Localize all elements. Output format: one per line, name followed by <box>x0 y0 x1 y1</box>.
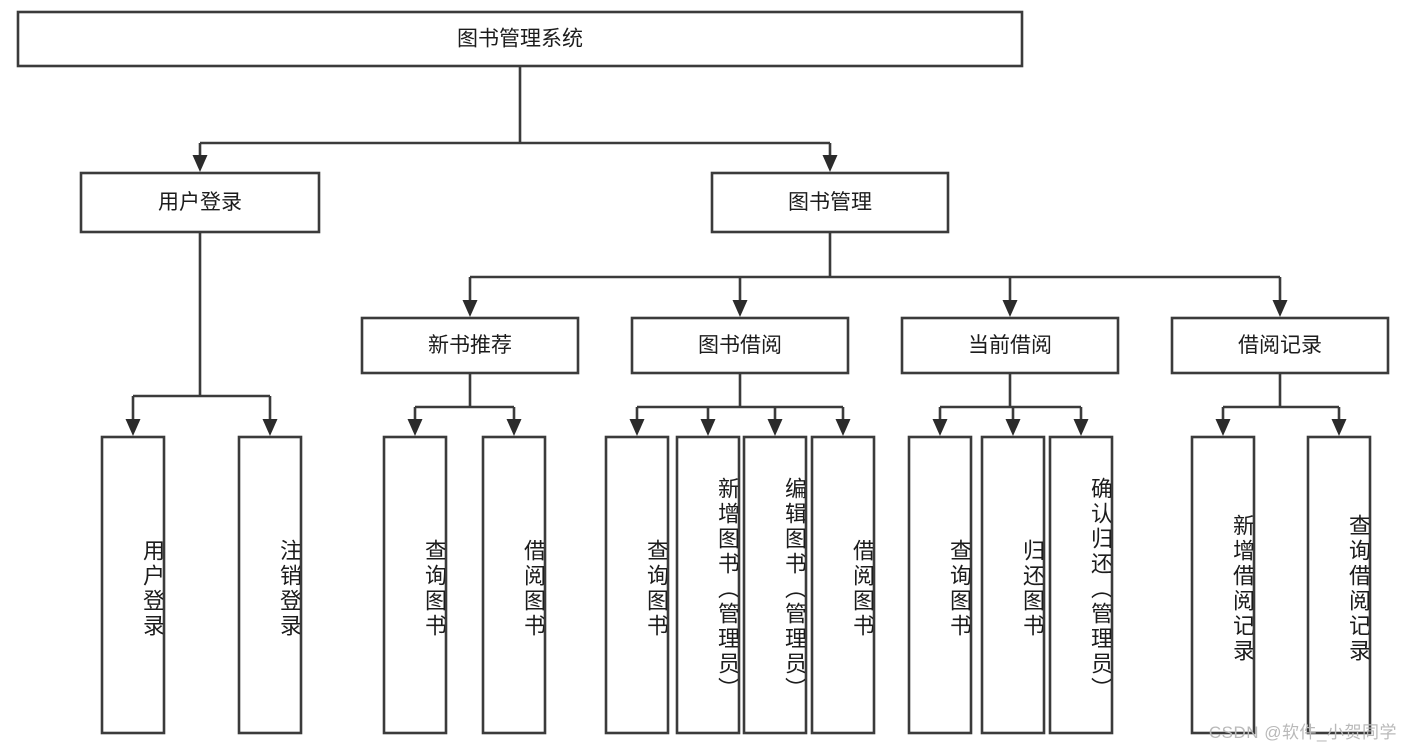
arrow-bookmgmt-to-new-book-recommend <box>462 300 478 317</box>
node-box-leaf-add-record <box>1190 435 1256 735</box>
node-leaf-query-book-current[interactable]: 查询图书 <box>907 435 973 735</box>
node-box-leaf-add-book <box>675 435 741 735</box>
node-user-login[interactable]: 用户登录 <box>79 171 321 234</box>
arrow-book-borrow-to-leaf-borrow-book <box>835 419 851 436</box>
node-box-leaf-borrow-book-new <box>481 435 547 735</box>
node-label-wrap-leaf-edit-book: 编辑图书（管理员） <box>782 476 805 702</box>
connectors-layer <box>131 66 1341 421</box>
node-label-leaf-query-book-new: 查询图书 <box>422 539 445 639</box>
node-label-leaf-edit-book: 编辑图书（管理员） <box>782 476 805 702</box>
node-leaf-user-login[interactable]: 用户登录 <box>100 435 166 735</box>
node-label-wrap-leaf-add-book: 新增图书（管理员） <box>715 476 738 702</box>
node-label-user-login: 用户登录 <box>158 191 242 214</box>
node-label-wrap-leaf-logout: 注销登录 <box>277 539 300 639</box>
node-box-leaf-return-book <box>980 435 1046 735</box>
node-box-leaf-borrow-book <box>810 435 876 735</box>
node-borrow-record[interactable]: 借阅记录 <box>1170 316 1390 375</box>
node-box-leaf-logout <box>237 435 303 735</box>
arrow-user-login-to-leaf-logout <box>262 419 278 436</box>
node-box-current-borrow <box>900 316 1120 375</box>
nodes-layer: 图书管理系统用户登录图书管理新书推荐图书借阅当前借阅借阅记录用户登录注销登录查询… <box>16 10 1390 735</box>
node-leaf-add-book[interactable]: 新增图书（管理员） <box>675 435 741 735</box>
node-box-book-management <box>710 171 950 234</box>
node-current-borrow[interactable]: 当前借阅 <box>900 316 1120 375</box>
node-label-leaf-logout: 注销登录 <box>277 539 300 639</box>
arrow-new-book-recommend-to-leaf-borrow-book-new <box>506 419 522 436</box>
node-leaf-add-record[interactable]: 新增借阅记录 <box>1190 435 1256 735</box>
node-label-leaf-query-record: 查询借阅记录 <box>1346 514 1369 664</box>
node-label-borrow-record: 借阅记录 <box>1238 334 1322 357</box>
node-box-leaf-query-record <box>1306 435 1372 735</box>
arrow-book-borrow-to-leaf-query-book-borrow <box>629 419 645 436</box>
node-leaf-query-book-new[interactable]: 查询图书 <box>382 435 448 735</box>
node-box-book-borrow <box>630 316 850 375</box>
node-label-wrap-leaf-query-record: 查询借阅记录 <box>1346 514 1369 664</box>
node-box-leaf-confirm-return <box>1048 435 1114 735</box>
arrow-current-borrow-to-leaf-query-book-current <box>932 419 948 436</box>
node-leaf-confirm-return[interactable]: 确认归还（管理员） <box>1048 435 1114 735</box>
node-box-new-book-recommend <box>360 316 580 375</box>
node-label-wrap-leaf-query-book-current: 查询图书 <box>947 539 970 639</box>
node-box-leaf-edit-book <box>742 435 808 735</box>
node-leaf-query-record[interactable]: 查询借阅记录 <box>1306 435 1372 735</box>
arrow-new-book-recommend-to-leaf-query-book-new <box>407 419 423 436</box>
node-label-leaf-return-book: 归还图书 <box>1020 539 1043 639</box>
node-box-leaf-query-book-current <box>907 435 973 735</box>
arrow-user-login-to-leaf-user-login <box>125 419 141 436</box>
node-label-wrap-leaf-borrow-book-new: 借阅图书 <box>521 539 544 639</box>
node-label-leaf-user-login: 用户登录 <box>140 539 163 639</box>
node-leaf-query-book-borrow[interactable]: 查询图书 <box>604 435 670 735</box>
arrow-bookmgmt-to-book-borrow <box>732 300 748 317</box>
arrow-current-borrow-to-leaf-return-book <box>1005 419 1021 436</box>
node-label-leaf-query-book-borrow: 查询图书 <box>644 539 667 639</box>
arrow-bookmgmt-to-current-borrow <box>1002 300 1018 317</box>
node-label-leaf-add-book: 新增图书（管理员） <box>715 476 738 702</box>
arrow-borrow-record-to-leaf-add-record <box>1215 419 1231 436</box>
node-label-current-borrow: 当前借阅 <box>968 334 1052 357</box>
arrow-bookmgmt-to-borrow-record <box>1272 300 1288 317</box>
watermark-text: CSDN @软件_小贺同学 <box>1208 723 1397 742</box>
node-label-wrap-leaf-user-login: 用户登录 <box>140 539 163 639</box>
node-label-book-management: 图书管理 <box>788 191 872 214</box>
node-label-leaf-borrow-book: 借阅图书 <box>850 539 873 639</box>
arrow-current-borrow-to-leaf-confirm-return <box>1073 419 1089 436</box>
node-root[interactable]: 图书管理系统 <box>16 10 1024 68</box>
node-label-wrap-leaf-confirm-return: 确认归还（管理员） <box>1088 476 1111 702</box>
node-box-borrow-record <box>1170 316 1390 375</box>
node-box-user-login <box>79 171 321 234</box>
node-box-leaf-query-book-borrow <box>604 435 670 735</box>
node-label-leaf-borrow-book-new: 借阅图书 <box>521 539 544 639</box>
node-label-wrap-leaf-query-book-borrow: 查询图书 <box>644 539 667 639</box>
arrow-root-to-book-management <box>822 155 838 172</box>
node-label-new-book-recommend: 新书推荐 <box>428 334 512 357</box>
arrow-root-to-user-login <box>192 155 208 172</box>
arrow-book-borrow-to-leaf-edit-book <box>767 419 783 436</box>
node-book-borrow[interactable]: 图书借阅 <box>630 316 850 375</box>
node-leaf-borrow-book[interactable]: 借阅图书 <box>810 435 876 735</box>
node-box-leaf-query-book-new <box>382 435 448 735</box>
node-leaf-edit-book[interactable]: 编辑图书（管理员） <box>742 435 808 735</box>
node-label-wrap-leaf-return-book: 归还图书 <box>1020 539 1043 639</box>
node-box-root <box>16 10 1024 68</box>
node-label-leaf-add-record: 新增借阅记录 <box>1230 514 1253 664</box>
node-leaf-logout[interactable]: 注销登录 <box>237 435 303 735</box>
node-label-book-borrow: 图书借阅 <box>698 334 782 357</box>
arrow-book-borrow-to-leaf-add-book <box>700 419 716 436</box>
node-leaf-return-book[interactable]: 归还图书 <box>980 435 1046 735</box>
node-label-leaf-query-book-current: 查询图书 <box>947 539 970 639</box>
node-box-leaf-user-login <box>100 435 166 735</box>
node-label-wrap-leaf-borrow-book: 借阅图书 <box>850 539 873 639</box>
node-label-root: 图书管理系统 <box>457 28 583 51</box>
arrow-borrow-record-to-leaf-query-record <box>1331 419 1347 436</box>
node-label-leaf-confirm-return: 确认归还（管理员） <box>1088 476 1111 702</box>
node-label-wrap-leaf-query-book-new: 查询图书 <box>422 539 445 639</box>
arrowheads-layer <box>125 155 1347 436</box>
node-book-management[interactable]: 图书管理 <box>710 171 950 234</box>
node-label-wrap-leaf-add-record: 新增借阅记录 <box>1230 514 1253 664</box>
node-leaf-borrow-book-new[interactable]: 借阅图书 <box>481 435 547 735</box>
node-new-book-recommend[interactable]: 新书推荐 <box>360 316 580 375</box>
